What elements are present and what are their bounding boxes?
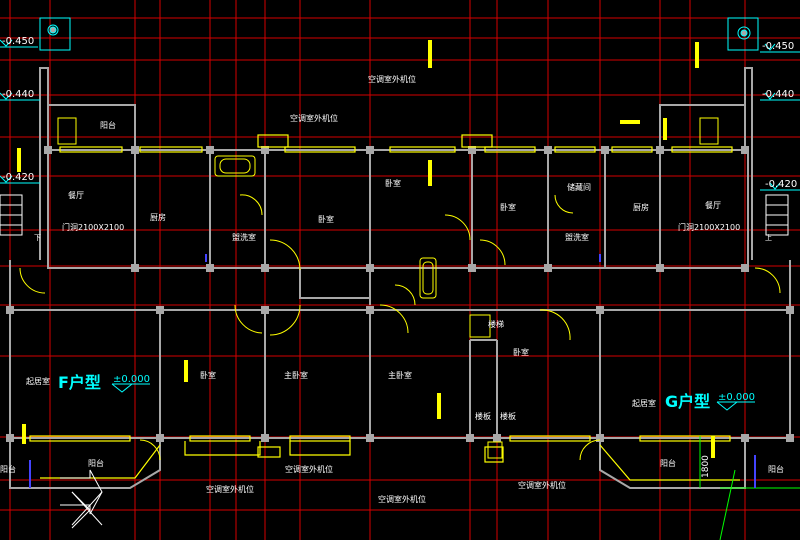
ac-label-bottom-right: 空调室外机位	[518, 480, 566, 490]
elevation-boxes	[0, 17, 800, 411]
room-living-g: 起居室	[632, 398, 656, 408]
room-labels: 阳台 餐厅 门洞2100X2100 厨房 盥洗室 卧室 卧室 卧室 储藏间 盥洗…	[0, 120, 784, 474]
room-door-left: 门洞2100X2100	[62, 222, 124, 232]
elevation-top-right: -0.450	[762, 41, 794, 52]
mark-up-right: 上	[765, 233, 772, 242]
room-door-right: 门洞2100X2100	[678, 222, 740, 232]
elevation-left-2: -0.440	[2, 89, 34, 100]
elevation-top-left: -0.450	[2, 36, 34, 47]
ac-label-bottom-left: 空调室外机位	[206, 484, 254, 494]
opening-marks	[29, 254, 756, 488]
room-master-f: 主卧室	[284, 370, 308, 380]
room-balcony-edge-left: 阳台	[0, 464, 16, 474]
room-kitchen-left: 厨房	[150, 212, 166, 222]
elevation-f-floor: ±0.000	[113, 374, 150, 385]
unit-label-f: F户型	[58, 373, 101, 392]
elevation-left-3: -0.420	[2, 172, 34, 183]
ac-label-top-mid: 空调室外机位	[290, 113, 338, 123]
room-bedroom-c2: 卧室	[385, 178, 401, 188]
elevation-right-3: -0.420	[765, 179, 797, 190]
room-living-f: 起居室	[26, 376, 50, 386]
room-laundry-left: 盥洗室	[232, 232, 256, 242]
room-storage: 储藏间	[567, 182, 591, 192]
room-stair-b1: 楼板	[475, 411, 491, 421]
windows	[29, 134, 740, 481]
room-master-center: 主卧室	[388, 370, 412, 380]
room-stair: 楼梯	[488, 319, 504, 329]
ac-label-bottom-center: 空调室外机位	[378, 494, 426, 504]
dimension-1800: 1800	[701, 455, 711, 478]
dimension-lines	[699, 436, 800, 540]
mark-down-left: 下	[34, 234, 41, 242]
room-dining-left: 餐厅	[68, 191, 84, 200]
unit-label-g: G户型	[665, 392, 710, 411]
fixtures	[57, 117, 719, 459]
room-balcony-g: 阳台	[660, 458, 676, 468]
room-bedroom-g: 卧室	[513, 347, 529, 357]
room-laundry-right: 盥洗室	[565, 232, 589, 242]
room-bedroom-c3: 卧室	[500, 202, 516, 212]
ac-label-bottom-mid: 空调室外机位	[285, 464, 333, 474]
room-balcony-edge-right: 阳台	[768, 464, 784, 474]
room-dining-right: 餐厅	[705, 201, 721, 210]
room-balcony-f: 阳台	[88, 458, 104, 468]
elevation-right-2: -0.440	[762, 89, 794, 100]
room-stair-b2: 楼板	[500, 411, 516, 421]
doors	[19, 194, 781, 461]
ac-label-top-center: 空调室外机位	[368, 74, 416, 84]
room-bedroom-f: 卧室	[200, 370, 216, 380]
room-bedroom-center: 卧室	[318, 214, 334, 224]
room-kitchen-right: 厨房	[633, 202, 649, 212]
elevation-g-floor: ±0.000	[718, 392, 755, 403]
wall-columns	[6, 146, 794, 442]
walls	[9, 67, 791, 489]
stairs	[0, 194, 789, 529]
ac-labels: 空调室外机位 空调室外机位 空调室外机位 空调室外机位 空调室外机位 空调室外机…	[206, 74, 566, 504]
room-balcony-top: 阳台	[100, 120, 116, 130]
yellow-markers	[17, 40, 715, 458]
